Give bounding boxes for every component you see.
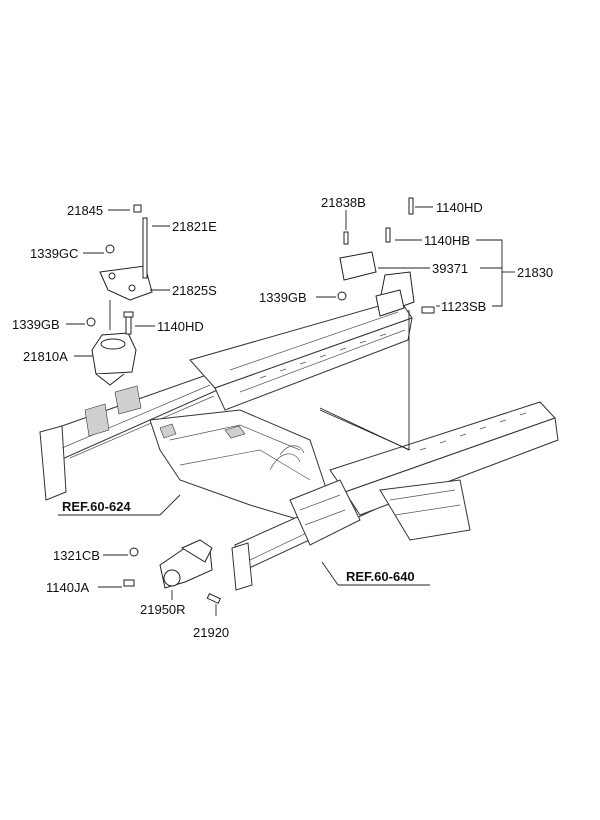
label-21950R: 21950R — [140, 602, 186, 617]
label-1339GB-right: 1339GB — [259, 290, 307, 305]
part-labels: 21845 21821E 1339GC 21825S 1339GB 1140HD… — [12, 195, 553, 640]
label-1140HD-left: 1140HD — [157, 319, 204, 334]
label-1140HB: 1140HB — [424, 233, 470, 248]
reference-60-624: REF.60-624 — [62, 499, 131, 514]
label-21920: 21920 — [193, 625, 229, 640]
label-21821E: 21821E — [172, 219, 217, 234]
label-1339GB-left: 1339GB — [12, 317, 60, 332]
leader-lines — [58, 206, 515, 616]
label-1140JA: 1140JA — [46, 580, 89, 595]
label-1339GC: 1339GC — [30, 246, 78, 261]
label-21830: 21830 — [517, 265, 553, 280]
label-21838B: 21838B — [321, 195, 366, 210]
label-21810A: 21810A — [23, 349, 68, 364]
vehicle-frame-illustration — [39, 299, 559, 591]
label-21825S: 21825S — [172, 283, 217, 298]
label-1321CB: 1321CB — [53, 548, 100, 563]
label-1123SB: 1123SB — [441, 299, 486, 314]
torque-rod-assembly — [123, 539, 221, 604]
label-39371: 39371 — [432, 261, 468, 276]
label-21845: 21845 — [67, 203, 103, 218]
right-engine-mount-assembly — [319, 197, 435, 451]
left-engine-mount-assembly — [86, 204, 153, 386]
label-1140HD-right: 1140HD — [436, 200, 483, 215]
reference-60-640: REF.60-640 — [346, 569, 415, 584]
